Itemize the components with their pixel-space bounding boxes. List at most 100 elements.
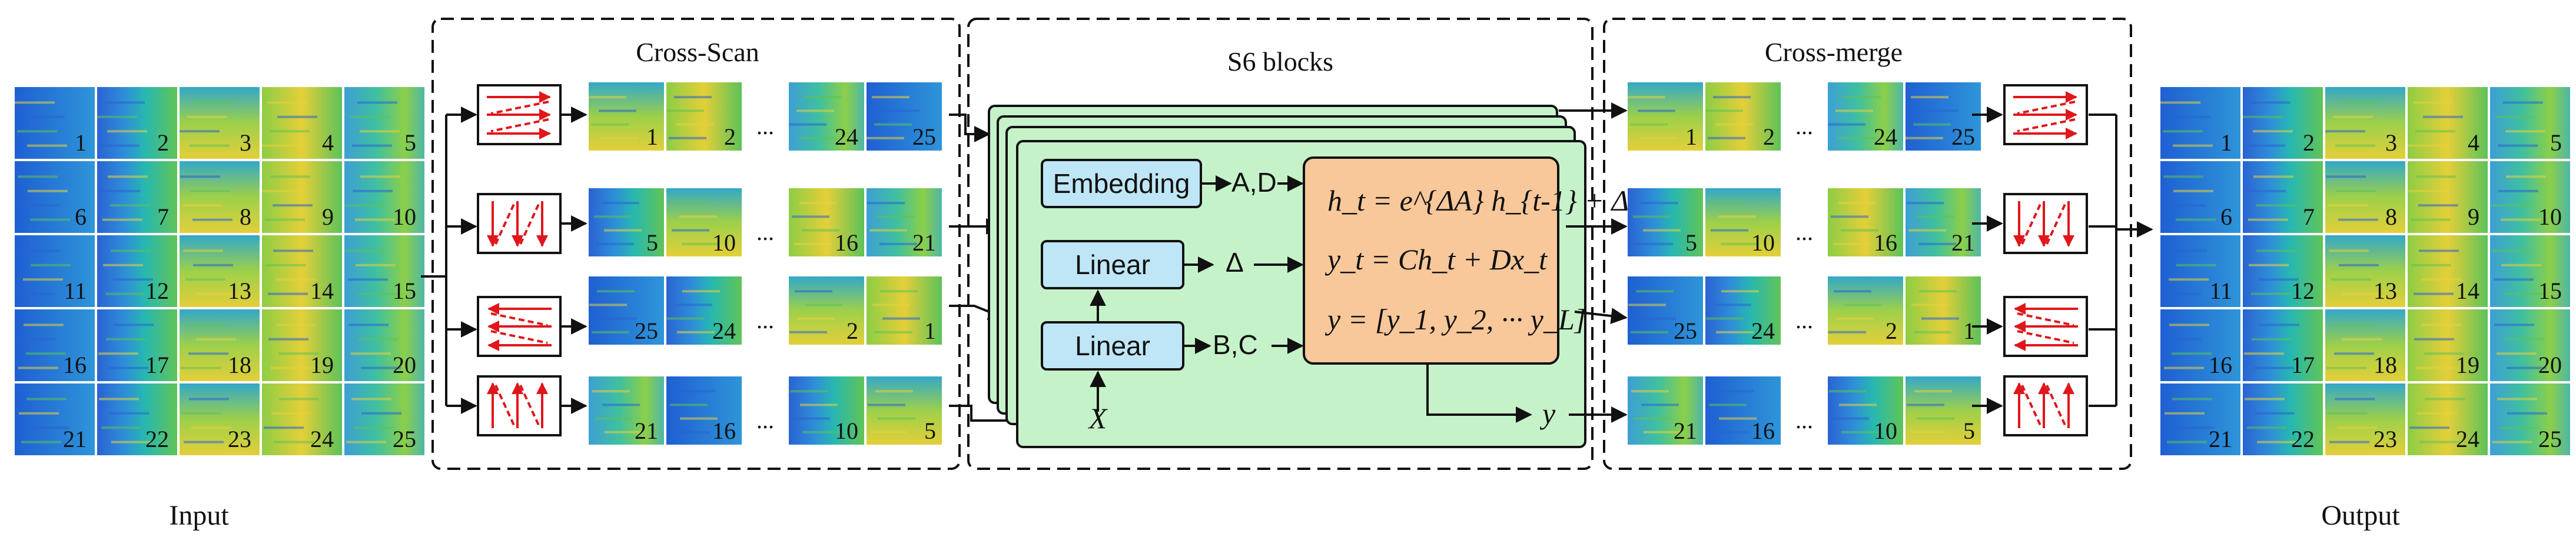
s6-title: S6 blocks [1227, 46, 1333, 76]
grid-cell: 8 [180, 161, 260, 233]
equation-output: y_t = Ch_t + Dx_t [1324, 243, 1548, 276]
grid-cell: 15 [344, 235, 424, 307]
grid-cell-number: 1 [75, 129, 87, 156]
scan-seq-tile-number: 25 [635, 318, 658, 344]
grid-cell-number: 13 [228, 278, 251, 304]
grid-cell-number: 17 [145, 352, 169, 378]
grid-cell: 2 [97, 87, 177, 159]
scan-seq-tile-number: 21 [635, 418, 658, 444]
grid-cell-number: 1 [2220, 129, 2232, 156]
s6-internals: Embedding Linear Linear X A,D Δ B,C h_t … [1041, 156, 1684, 435]
scan-pattern-column-up [477, 375, 562, 436]
scan-seq-ellipsis: ... [756, 219, 774, 245]
grid-cell: 7 [2243, 161, 2323, 233]
grid-cell-number: 11 [2209, 278, 2232, 304]
merge-seq-ellipsis: ... [1795, 113, 1813, 139]
grid-cell: 7 [97, 161, 177, 233]
grid-cell-number: 5 [404, 129, 416, 156]
grid-cell-number: 10 [393, 204, 416, 230]
grid-cell: 17 [97, 309, 177, 381]
grid-cell: 10 [2490, 161, 2570, 233]
scan-seq-tile-number: 21 [912, 229, 936, 256]
grid-cell-number: 19 [310, 352, 334, 378]
grid-cell-number: 2 [157, 129, 169, 156]
scan-seq-tile: 10 [666, 188, 742, 256]
grid-cell: 3 [180, 87, 260, 159]
grid-cell: 14 [262, 235, 342, 307]
grid-cell: 9 [2408, 161, 2488, 233]
merge-seq-tile-number: 1 [1963, 318, 1975, 344]
output-label: Output [2321, 500, 2400, 531]
scan-seq-tile: 16 [666, 376, 742, 445]
grid-cell: 25 [344, 383, 424, 455]
scan-seq-tile: 2 [789, 276, 864, 345]
grid-cell: 6 [2160, 161, 2240, 233]
grid-cell-number: 19 [2456, 352, 2479, 378]
grid-cell: 17 [2243, 309, 2323, 381]
scan-seq-tile: 21 [589, 376, 664, 445]
grid-cell: 16 [15, 309, 95, 381]
scan-seq-tile-number: 24 [835, 124, 858, 150]
grid-cell: 10 [344, 161, 424, 233]
grid-cell-number: 10 [2538, 204, 2562, 230]
grid-cell-number: 18 [228, 352, 251, 378]
grid-cell: 20 [2490, 309, 2570, 381]
grid-cell: 19 [262, 309, 342, 381]
grid-cell: 21 [2160, 383, 2240, 455]
grid-cell-number: 3 [2385, 129, 2397, 156]
merge-seq-ellipsis: ... [1795, 407, 1813, 433]
grid-cell-number: 24 [310, 426, 334, 452]
grid-cell-number: 2 [2303, 129, 2315, 156]
y-label: y [1539, 397, 1556, 430]
grid-cell-number: 15 [393, 278, 416, 304]
embedding-label: Embedding [1053, 168, 1190, 199]
merge-seq-tile-number: 16 [1751, 418, 1775, 444]
grid-cell-number: 8 [2385, 204, 2397, 230]
ssm-formula-box [1303, 156, 1559, 365]
merge-seq-tile: 21 [1628, 376, 1703, 445]
grid-cell-number: 4 [2468, 129, 2479, 156]
grid-cell: 2 [2243, 87, 2323, 159]
grid-cell-number: 23 [228, 426, 251, 452]
grid-cell-number: 16 [63, 352, 87, 378]
grid-cell-number: 21 [63, 426, 87, 452]
merge-seq-ellipsis: ... [1795, 307, 1813, 333]
scan-seq-tile: 24 [789, 82, 864, 151]
scan-seq-tile-number: 10 [712, 229, 736, 256]
scan-seq-tile-number: 5 [924, 418, 936, 444]
merge-seq-tile: 24 [1828, 82, 1903, 151]
merge-pattern-column-up [2003, 375, 2088, 436]
merge-seq-tile-number: 24 [1751, 318, 1775, 344]
merge-seq-tile: 2 [1828, 276, 1903, 345]
merge-seq-tile: 24 [1705, 276, 1781, 345]
grid-cell-number: 7 [2303, 204, 2315, 230]
grid-cell: 13 [180, 235, 260, 307]
merge-seq-tile: 2 [1705, 82, 1781, 151]
scan-seq-tile-number: 1 [924, 318, 936, 344]
cross-merge-title: Cross-merge [1765, 37, 1903, 67]
grid-cell: 16 [2160, 309, 2240, 381]
grid-cell-number: 7 [157, 204, 169, 230]
grid-cell: 18 [180, 309, 260, 381]
scan-seq-tile-number: 2 [724, 124, 736, 150]
grid-cell-number: 25 [393, 426, 416, 452]
grid-cell: 15 [2490, 235, 2570, 307]
scan-seq-tile: 5 [589, 188, 664, 256]
grid-cell-number: 14 [310, 278, 334, 304]
scan-seq-tile-number: 16 [835, 229, 858, 256]
grid-cell-number: 6 [2220, 204, 2232, 230]
grid-cell: 12 [97, 235, 177, 307]
grid-cell-number: 21 [2209, 426, 2232, 452]
s6-to-merge-arrows [1559, 102, 1628, 423]
grid-cell-number: 4 [322, 129, 334, 156]
merge-seq-tile: 10 [1828, 376, 1903, 445]
merge-seq-tile-number: 5 [1685, 229, 1697, 256]
cross-scan-title: Cross-Scan [636, 37, 759, 67]
grid-cell: 4 [2408, 87, 2488, 159]
merge-seq-tile: 25 [1906, 82, 1981, 151]
scan-seq-tile: 21 [867, 188, 942, 256]
scan-seq-tile-number: 25 [912, 124, 936, 150]
scan-seq-tile: 24 [666, 276, 742, 345]
